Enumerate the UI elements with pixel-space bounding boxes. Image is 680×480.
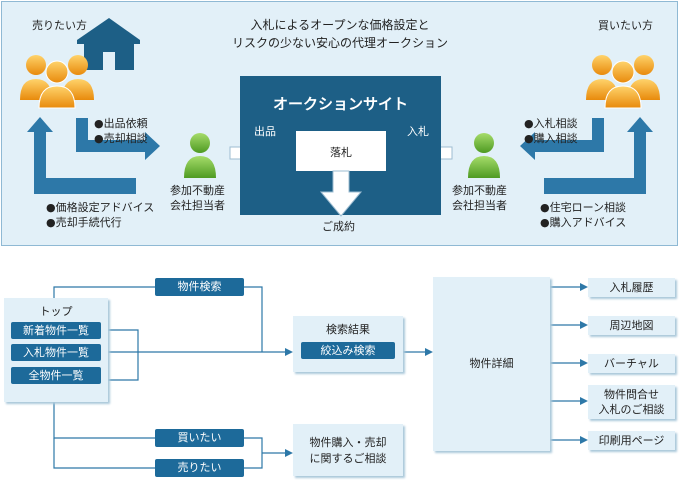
title-line-1: 入札によるオープンな価格設定と	[250, 18, 430, 32]
consultation-card[interactable]	[293, 424, 403, 476]
buyer-label: 買いたい方	[598, 19, 653, 32]
print-page-card[interactable]	[588, 431, 675, 450]
consultation-line-1: 物件購入・売却	[309, 436, 387, 449]
seller-up-arrow	[27, 117, 136, 194]
overview-graphics	[20, 18, 660, 194]
bid-history-label: 入札履歴	[609, 281, 654, 294]
print-page-label: 印刷用ページ	[598, 434, 665, 447]
agent-icon-right	[468, 133, 500, 178]
title-line-2: リスクの少ない安心の代理オークション	[231, 36, 448, 50]
buyer-down-arrow	[520, 118, 604, 160]
area-map-label: 周辺地図	[609, 319, 654, 332]
want-to-sell-button[interactable]: 売りたい	[155, 459, 244, 477]
winning-bid-box	[296, 131, 386, 171]
seller-advice-1: ●価格設定アドバイス	[46, 201, 155, 214]
property-detail-card[interactable]	[433, 277, 550, 451]
bid-history-card[interactable]	[588, 278, 675, 297]
winning-bid-label: 落札	[330, 146, 352, 159]
buyer-advice-1: ●住宅ローン相談	[540, 201, 627, 214]
property-detail-title: 物件詳細	[469, 357, 514, 370]
agent-left-line-2: 会社担当者	[170, 199, 225, 212]
agent-left-line-1: 参加不動産	[170, 184, 225, 197]
consultation-line-2: に関するご相談	[309, 452, 387, 465]
buyer-up-arrow	[544, 117, 653, 194]
agent-icon-left	[184, 133, 216, 178]
virtual-tour-card[interactable]	[588, 354, 675, 373]
agent-right-line-1: 参加不動産	[452, 184, 507, 197]
virtual-tour-label: バーチャル	[604, 357, 659, 370]
property-search-button[interactable]: 物件検索	[155, 278, 244, 296]
new-listings-link[interactable]: 新着物件一覧	[11, 322, 101, 339]
buyer-request-2: ●購入相談	[524, 132, 578, 145]
seller-group-icon	[20, 55, 94, 109]
seller-advice-2: ●売却手続代行	[46, 216, 122, 229]
auction-listings-link[interactable]: 入札物件一覧	[11, 344, 101, 361]
top-page-title: トップ	[39, 305, 73, 318]
refine-search-button[interactable]: 絞込み検索	[301, 342, 395, 359]
area-map-card[interactable]	[588, 316, 675, 335]
seller-request-1: ●出品依頼	[94, 117, 148, 130]
inquiry-line-2: 入札のご相談	[598, 403, 665, 416]
buyer-group-icon	[586, 55, 660, 109]
contract-label: ご成約	[322, 220, 355, 233]
contract-arrow	[319, 170, 363, 217]
want-to-buy-button[interactable]: 買いたい	[155, 429, 244, 447]
buyer-request-1: ●入札相談	[524, 117, 578, 130]
house-icon	[77, 18, 140, 70]
auction-site-title: オークションサイト	[272, 95, 408, 113]
inquiry-line-1: 物件問合せ	[604, 388, 659, 401]
bid-label: 入札	[407, 125, 429, 138]
all-listings-link[interactable]: 全物件一覧	[11, 367, 101, 384]
seller-request-2: ●売却相談	[94, 132, 148, 145]
buyer-advice-2: ●購入アドバイス	[540, 216, 627, 229]
inquiry-card[interactable]	[588, 385, 675, 419]
listing-label: 出品	[254, 125, 276, 138]
agent-right-line-2: 会社担当者	[452, 199, 507, 212]
seller-label: 売りたい方	[32, 19, 87, 32]
flow-connectors	[53, 283, 588, 469]
seller-down-arrow	[76, 118, 160, 160]
search-results-title: 検索結果	[326, 323, 370, 336]
